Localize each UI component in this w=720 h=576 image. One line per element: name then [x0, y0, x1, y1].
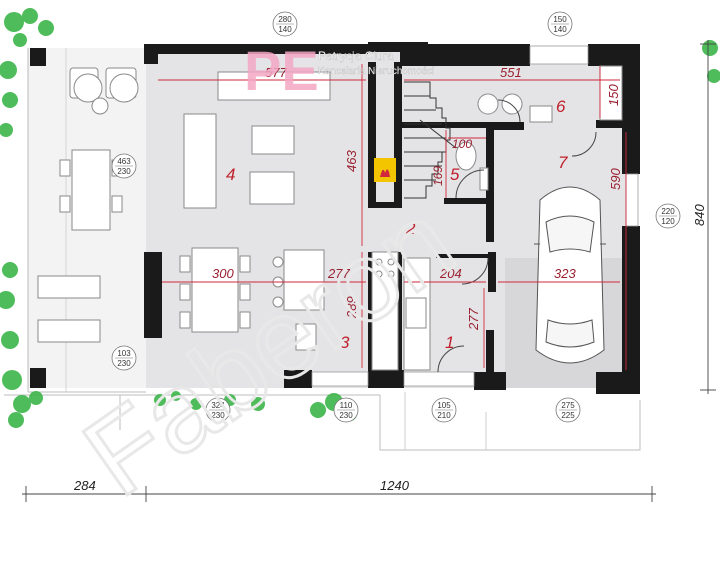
- dim-living-depth: 463: [344, 150, 359, 172]
- dim-utility-width: 551: [500, 65, 522, 80]
- opening-terrace-left: 103 230: [111, 345, 137, 371]
- driveway: [379, 392, 641, 451]
- opening-top-left-top: 280: [278, 15, 292, 24]
- opening-garage: 275 225: [555, 397, 581, 423]
- opening-kitchen-bottom: 230: [339, 411, 353, 420]
- opening-top-right: 150 140: [547, 11, 573, 37]
- room-5-label: 5: [450, 165, 460, 184]
- opening-kitchen-top: 110: [340, 401, 353, 410]
- living-furniture: [179, 71, 331, 333]
- room-4-label: 4: [226, 165, 235, 184]
- dim-wc-depth: 169: [431, 166, 445, 186]
- agency-name: Patrycja Ciura: [318, 49, 394, 63]
- room-7-label: 7: [558, 153, 568, 172]
- opening-garage-side-top: 220: [661, 207, 675, 216]
- dim-wc-width: 100: [452, 137, 472, 151]
- dim-dining-width: 300: [212, 266, 234, 281]
- opening-front-left-bottom: 230: [211, 411, 225, 420]
- room-1-label: 1: [445, 333, 454, 352]
- opening-terrace-left-bottom: 230: [117, 359, 131, 368]
- opening-top-left: 280 140: [272, 11, 298, 37]
- opening-markers: 280 140 150 140 463 230 103 230 324 230: [111, 11, 681, 423]
- dimension-labels: 577 551 463 150 100 169 590 323 300 277 …: [212, 65, 623, 331]
- dim-kitchen-depth: 289: [344, 296, 359, 319]
- opening-entrance-bottom: 210: [437, 411, 451, 420]
- room-numbers: 1 2 3 4 5 6 7: [226, 97, 568, 352]
- opening-top-right-bottom: 140: [553, 25, 567, 34]
- walls: [30, 42, 640, 394]
- dim-garage-width: 323: [554, 266, 576, 281]
- opening-terrace-left-top: 103: [117, 349, 131, 358]
- agency-tagline: Kancelaria Nieruchomości: [318, 66, 434, 77]
- dim-total-depth: 840: [692, 204, 707, 226]
- dim-hall-width: 204: [439, 266, 462, 281]
- opening-garage-bottom: 225: [561, 411, 575, 420]
- dim-total-width: 1240: [380, 478, 410, 493]
- opening-garage-side: 220 120: [655, 203, 681, 229]
- opening-front-left: 324 230: [205, 397, 231, 423]
- fireplace: [374, 158, 396, 182]
- opening-front-left-top: 324: [211, 401, 225, 410]
- room-2-label: 2: [405, 219, 416, 238]
- opening-living-left-top: 463: [117, 157, 131, 166]
- car: [534, 186, 606, 364]
- dim-vestibule-depth: 277: [466, 308, 481, 331]
- dim-kitchen-width: 277: [327, 266, 350, 281]
- exterior-dimensions: [22, 40, 716, 502]
- dim-terrace-width: 284: [73, 478, 96, 493]
- opening-top-right-top: 150: [553, 15, 567, 24]
- dimension-lines: [158, 64, 627, 370]
- terrace-furniture: [37, 67, 139, 343]
- doors: [437, 99, 597, 373]
- exterior-dimension-labels: 284 1240 840: [73, 204, 707, 493]
- room-6-label: 6: [556, 97, 566, 116]
- opening-kitchen: 110 230: [333, 397, 359, 423]
- windows: [311, 45, 639, 387]
- agency-logo-mark: PE: [244, 39, 319, 102]
- room-3-label: 3: [340, 333, 350, 352]
- opening-top-left-bottom: 140: [278, 25, 292, 34]
- opening-garage-top: 275: [561, 401, 575, 410]
- opening-living-left-bottom: 230: [117, 167, 131, 176]
- staircase: [404, 81, 457, 199]
- agency-logo: PE Patrycja Ciura Kancelaria Nieruchomoś…: [244, 39, 434, 102]
- dim-living-width: 577: [265, 65, 287, 80]
- dim-utility-depth: 150: [606, 84, 621, 106]
- opening-entrance-top: 105: [437, 401, 451, 410]
- opening-living-left: 463 230: [111, 153, 137, 179]
- opening-entrance: 105 210: [431, 397, 457, 423]
- utility-fixtures: [455, 65, 623, 191]
- greenery: [0, 8, 720, 428]
- opening-garage-side-bottom: 120: [661, 217, 675, 226]
- dim-garage-depth: 590: [608, 168, 623, 190]
- kitchen-counters: [295, 251, 431, 371]
